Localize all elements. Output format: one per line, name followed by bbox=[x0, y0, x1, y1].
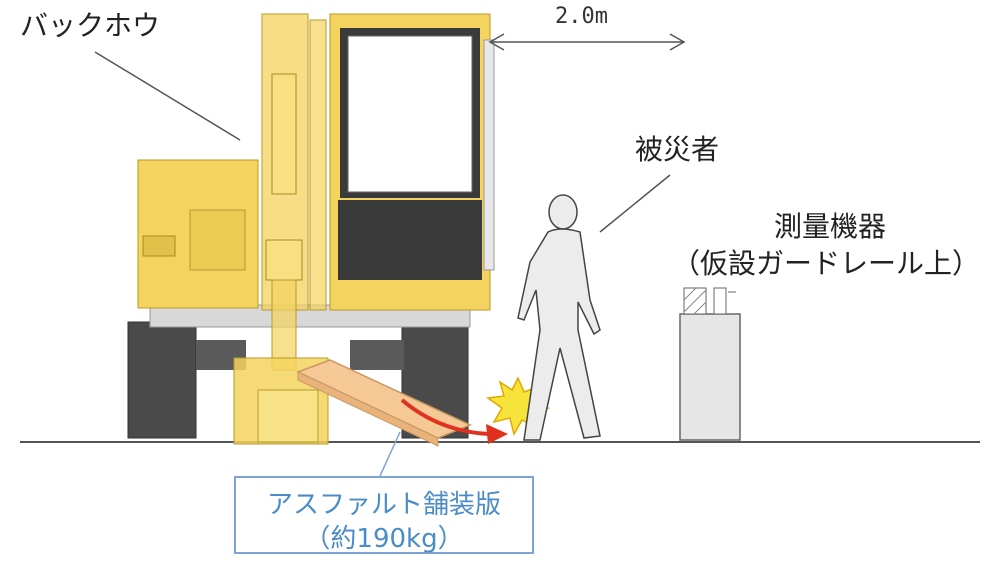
backhoe-label: バックホウ bbox=[20, 9, 161, 42]
asphalt-slab-callout: アスファルト舗装版 （約190kg） bbox=[234, 476, 534, 554]
cab-lower-panel bbox=[338, 200, 482, 280]
survey-equipment-label: 測量機器 bbox=[773, 210, 886, 243]
slide-arrow-shaft bbox=[400, 398, 491, 436]
backhoe-leader-line bbox=[94, 51, 241, 141]
guardrail-post bbox=[679, 313, 741, 441]
backhoe bbox=[127, 13, 495, 445]
victim-head bbox=[548, 194, 578, 230]
dimension-label: 2.0m bbox=[555, 4, 608, 29]
asphalt-slab-label: アスファルト舗装版 bbox=[266, 490, 501, 520]
victim-figure bbox=[517, 194, 601, 441]
victim-label: 被災者 bbox=[635, 133, 720, 166]
dimension-arrow-left bbox=[488, 33, 505, 51]
victim-leader-line bbox=[599, 174, 671, 233]
left-track bbox=[127, 321, 197, 439]
victim-body bbox=[517, 228, 601, 441]
survey-equipment-location-label: （仮設ガードレール上） bbox=[672, 247, 981, 280]
boom-side bbox=[309, 19, 327, 311]
asphalt-slab-edge bbox=[297, 371, 439, 447]
arm-joint bbox=[265, 239, 303, 281]
survey-instrument bbox=[713, 287, 727, 315]
cab-handrail bbox=[483, 39, 495, 271]
engine-panel bbox=[189, 209, 246, 271]
boom-cylinder bbox=[271, 73, 297, 195]
bucket-teeth bbox=[257, 389, 319, 443]
cab-window bbox=[347, 35, 473, 193]
rail-hatch-2 bbox=[683, 289, 707, 313]
guardrail bbox=[679, 287, 741, 441]
asphalt-weight-label: （約190kg） bbox=[304, 524, 464, 554]
slide-arrow-head bbox=[486, 424, 508, 444]
rail-hatch-1 bbox=[683, 287, 697, 301]
right-track-link bbox=[350, 340, 404, 370]
engine-vent bbox=[142, 235, 176, 257]
dimension-arrow-right bbox=[669, 33, 686, 51]
arm bbox=[271, 279, 297, 371]
rail-hatch-3 bbox=[693, 301, 707, 315]
slab-leader-line bbox=[379, 431, 401, 477]
